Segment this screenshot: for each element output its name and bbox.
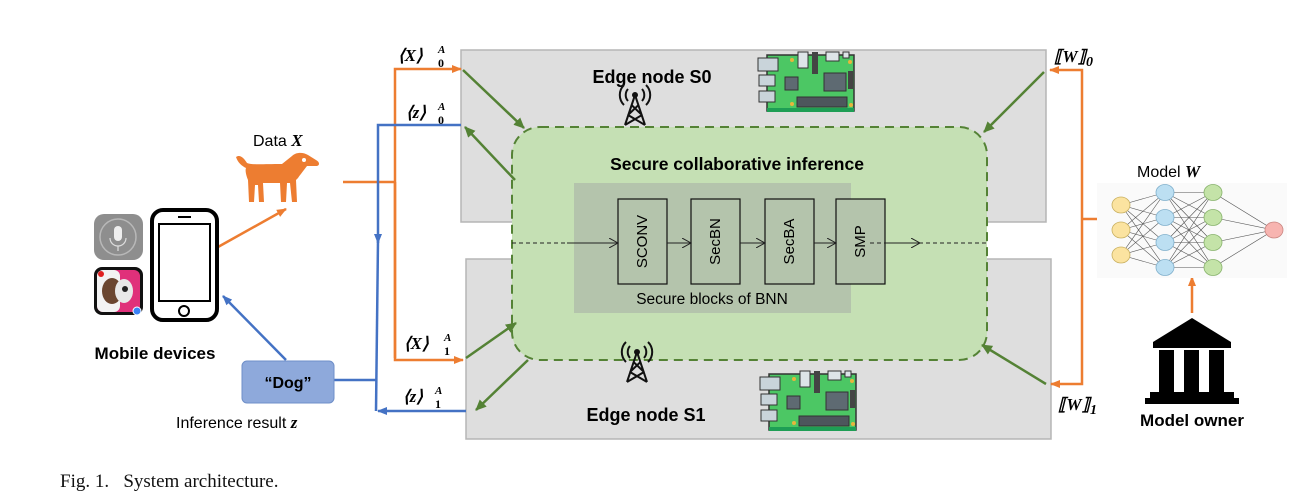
antenna-tower-icon [618, 84, 652, 126]
inference-result-label: Inference result z [176, 413, 298, 432]
orange-arrow-x0 [393, 65, 462, 358]
green-arrow-z0-out [464, 126, 516, 181]
nn-edge [1120, 192, 1166, 231]
svg-text:⟨X⟩: ⟨X⟩ [404, 334, 429, 353]
svg-text:0: 0 [438, 113, 444, 127]
inference-result-value: “Dog” [264, 375, 311, 392]
nn-edge [1212, 192, 1275, 231]
green-arrow-w1-in [981, 343, 1047, 386]
svg-text:1: 1 [444, 344, 450, 358]
secure-block-secbn: SecBN [690, 198, 741, 285]
secure-block-secba: SecBA [764, 198, 815, 285]
nn-node [1203, 184, 1223, 201]
edge-node-s1-title: Edge node S1 [586, 405, 705, 425]
svg-text:⟨z⟩: ⟨z⟩ [406, 103, 426, 122]
model-label: Model W [1137, 162, 1202, 181]
smartphone-icon[interactable] [150, 208, 219, 322]
secure-block-label: SecBN [707, 218, 724, 265]
nn-node [1111, 246, 1131, 264]
nn-node [1203, 234, 1223, 251]
orange-arrow-phone-to-dog [217, 207, 287, 249]
secure-blocks-caption: Secure blocks of BNN [636, 291, 788, 308]
nn-node [1155, 259, 1175, 276]
nn-node [1111, 196, 1131, 214]
svg-text:⟦W⟧0: ⟦W⟧0 [1054, 47, 1093, 70]
circuit-board-icon [759, 370, 857, 431]
svg-text:A: A [437, 101, 445, 113]
share-label-w0: ⟦W⟧0 [1054, 47, 1093, 70]
nn-edge [1164, 217, 1214, 268]
svg-text:A: A [443, 332, 451, 344]
siri-app-icon [94, 214, 143, 260]
nn-edge [1164, 192, 1214, 243]
antenna-tower-icon [620, 341, 654, 383]
animoji-app-icon [94, 267, 143, 316]
nn-node [1111, 221, 1131, 239]
share-label-x0: ⟨X⟩ A 0 [398, 44, 445, 70]
blue-arrow-result-to-phone [222, 295, 287, 361]
svg-text:⟨X⟩: ⟨X⟩ [398, 46, 423, 65]
svg-text:A: A [434, 385, 442, 397]
blue-arrow-z0 [374, 123, 461, 244]
svg-text:0: 0 [438, 56, 444, 70]
nn-node [1155, 234, 1175, 251]
nn-node [1264, 221, 1284, 239]
share-label-z0: ⟨z⟩ A 0 [406, 101, 445, 127]
green-arrow-w0-in [983, 71, 1045, 133]
circuit-board-icon [757, 51, 855, 112]
nn-edge [1212, 217, 1275, 231]
nn-edge [1164, 192, 1214, 268]
secure-block-smp: SMP [835, 198, 886, 285]
secure-block-label: SMP [852, 225, 869, 258]
orange-arrow-x1 [393, 182, 464, 364]
nn-edge [1212, 229, 1275, 243]
bank-building-icon [1145, 318, 1239, 404]
edge-node-s0-title: Edge node S0 [592, 67, 711, 87]
svg-text:⟦W⟧1: ⟦W⟧1 [1058, 395, 1097, 418]
green-arrow-x1-in [465, 321, 517, 360]
svg-text:⟨z⟩: ⟨z⟩ [403, 387, 423, 406]
secure-block-label: SecBA [781, 219, 798, 265]
model-owner-label: Model owner [1140, 411, 1244, 430]
dog-eye-icon [302, 158, 306, 162]
secure-block-sconv: SCONV [617, 198, 668, 285]
orange-arrow-w0 [1049, 66, 1084, 219]
share-label-x1: ⟨X⟩ A 1 [404, 332, 451, 358]
blue-line-z-vertical [374, 239, 380, 412]
secure-block-label: SCONV [634, 215, 651, 268]
nn-edge [1212, 229, 1275, 268]
nn-node [1155, 184, 1175, 201]
dog-icon [236, 152, 319, 202]
svg-text:A: A [437, 44, 445, 56]
green-arrow-x0-in [462, 69, 525, 129]
share-label-w1: ⟦W⟧1 [1058, 395, 1097, 418]
secure-region-title: Secure collaborative inference [610, 154, 864, 174]
nn-edge [1120, 217, 1166, 256]
green-arrow-z1-out [475, 359, 529, 411]
neural-network-graph [1111, 184, 1284, 276]
nn-node [1203, 259, 1223, 276]
orange-arrow-w1 [1050, 219, 1084, 388]
inference-result-box [241, 360, 335, 404]
nn-node [1203, 209, 1223, 226]
mobile-devices-label: Mobile devices [95, 344, 216, 363]
nn-edge [1120, 192, 1166, 256]
figure-caption: Fig. 1. System architecture. [60, 471, 279, 492]
svg-text:1: 1 [435, 397, 441, 411]
data-label: Data X [253, 131, 303, 150]
nn-node [1155, 209, 1175, 226]
share-label-z1: ⟨z⟩ A 1 [403, 385, 442, 411]
